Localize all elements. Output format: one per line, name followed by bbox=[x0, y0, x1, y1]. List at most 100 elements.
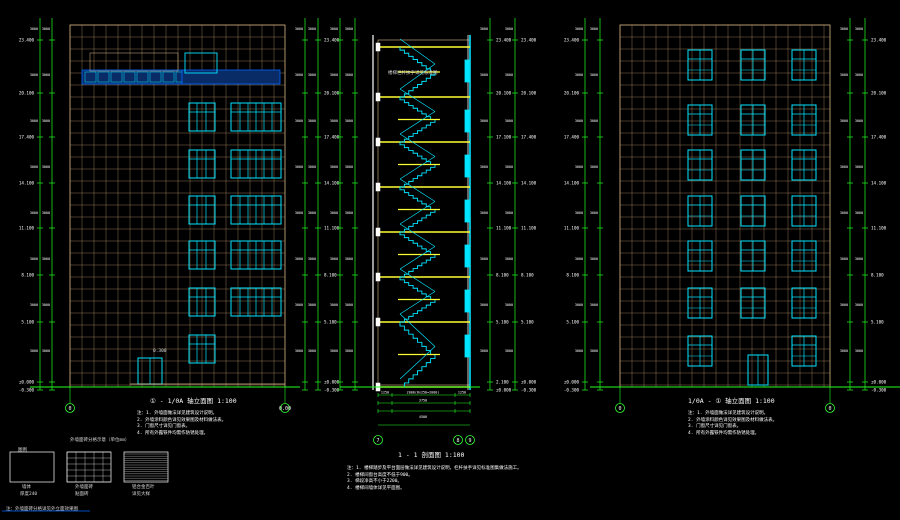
dimension-text: 3000 bbox=[840, 27, 848, 31]
handrail bbox=[399, 346, 436, 380]
stair-flight bbox=[399, 142, 435, 165]
level-label: -0.300 bbox=[564, 388, 580, 393]
axis-bubble-label: 8 bbox=[456, 438, 459, 444]
dimension-text: 3750 bbox=[419, 399, 427, 403]
dimension-text: 3000 bbox=[590, 303, 598, 307]
level-label: 14.100 bbox=[496, 181, 512, 186]
level-label: 8.100 bbox=[496, 273, 509, 278]
stair-flight bbox=[400, 209, 436, 233]
dimension-text: 3000 bbox=[330, 73, 338, 77]
level-label: 14.100 bbox=[324, 181, 340, 186]
axis-bubble bbox=[65, 403, 75, 413]
roof-window bbox=[184, 52, 218, 74]
dimension-text: 3000 bbox=[30, 303, 38, 307]
left-elevation-notes: 注：1. 外墙面做法详见建筑设计说明。 2. 外墙涂料颜色详见效果图及材料做法表… bbox=[137, 411, 226, 437]
dimension-text: 3000 bbox=[590, 27, 598, 31]
dimension-text: 3000 bbox=[30, 349, 38, 353]
elevation-window bbox=[188, 195, 216, 225]
dimension-text: 3000 bbox=[590, 211, 598, 215]
dimension-text: 3000 bbox=[330, 349, 338, 353]
dimension-text: 3000 bbox=[295, 211, 303, 215]
dimension-text: 3000 bbox=[590, 73, 598, 77]
dimension-text: 3000 bbox=[295, 303, 303, 307]
slab-end bbox=[375, 42, 381, 52]
dimension-text: 3000 bbox=[295, 27, 303, 31]
dimension-text: 3000 bbox=[840, 119, 848, 123]
level-label: 8.100 bbox=[21, 273, 34, 278]
dimension-text: 3000 bbox=[330, 257, 338, 261]
level-label: 23.400 bbox=[564, 38, 580, 43]
dimension-text: 3000 bbox=[480, 211, 488, 215]
level-label: ±0.000 bbox=[871, 380, 887, 385]
level-label: 17.400 bbox=[324, 135, 340, 140]
dimension-text: 3000 bbox=[345, 211, 353, 215]
dimension-text: 3000 bbox=[505, 119, 513, 123]
level-label: ±0.000 bbox=[324, 380, 340, 385]
slab-end bbox=[375, 182, 381, 192]
parapet-window bbox=[110, 71, 123, 83]
level-label: 17.400 bbox=[564, 135, 580, 140]
level-label: 23.400 bbox=[19, 38, 35, 43]
level-label: -0.300 bbox=[871, 388, 887, 393]
dimension-text: 3000 bbox=[505, 303, 513, 307]
dimension-text: 3000 bbox=[590, 119, 598, 123]
level-label: 23.400 bbox=[496, 38, 512, 43]
dimension-text: 3000 bbox=[590, 257, 598, 261]
dimension-text: 3000 bbox=[840, 211, 848, 215]
dimension-text: 3000 bbox=[345, 303, 353, 307]
handrail bbox=[399, 246, 436, 270]
dimension-text: 1250 bbox=[458, 391, 466, 395]
dimension-text: 3000 bbox=[30, 27, 38, 31]
dimension-text: 3000 bbox=[855, 119, 863, 123]
legend-hatch-note: 外墙面砖分格示意（单位mm） bbox=[70, 438, 130, 443]
dimension-text: 3000 bbox=[345, 73, 353, 77]
level-label: 23.400 bbox=[871, 38, 887, 43]
dimension-text: 3000 bbox=[30, 165, 38, 169]
dimension-text: 3000 bbox=[575, 349, 583, 353]
stair-flight bbox=[400, 119, 436, 143]
level-label: 11.100 bbox=[521, 226, 537, 231]
section-window bbox=[464, 289, 470, 313]
dimension-text: 3000 bbox=[505, 257, 513, 261]
handrail bbox=[399, 178, 436, 202]
level-label: -0.300 bbox=[521, 388, 537, 393]
handrail bbox=[399, 133, 436, 157]
dimension-text: 3000 bbox=[840, 165, 848, 169]
dimension-text: 3000 bbox=[308, 119, 316, 123]
level-label: 17.400 bbox=[19, 135, 35, 140]
dimension-text: 3000 bbox=[855, 349, 863, 353]
legend-footer: 注：外墙面砖分格详见外立面效果图 bbox=[6, 507, 78, 512]
dimension-text: 3000 bbox=[308, 73, 316, 77]
right-elevation-notes: 注：1. 外墙面做法详见建筑设计说明。 2. 外墙涂料颜色详见效果图及材料做法表… bbox=[688, 411, 777, 437]
dimension-text: 3000 bbox=[855, 211, 863, 215]
stair-note: 楼梯栏杆扶手详见标准图 bbox=[388, 71, 438, 76]
legend-item-sub: 厚度240 bbox=[20, 492, 38, 497]
dimension-text: 3000 bbox=[590, 349, 598, 353]
dimension-text: 3000 bbox=[480, 27, 488, 31]
note-line: 2. 外墙涂料颜色详见效果图及材料做法表。 bbox=[688, 417, 778, 423]
stair-flight bbox=[400, 354, 436, 388]
legend-wall-swatch bbox=[9, 451, 55, 483]
level-label: 23.400 bbox=[521, 38, 537, 43]
level-label: 17.400 bbox=[871, 135, 887, 140]
level-label: 8.100 bbox=[566, 273, 579, 278]
dimension-text: 3000 bbox=[505, 165, 513, 169]
level-label: 8.100 bbox=[871, 273, 884, 278]
dimension-text: 3000 bbox=[308, 165, 316, 169]
right-elevation-title: 1/0A - ① 轴立面图 1:100 bbox=[688, 397, 775, 405]
dimension-text: 3000 bbox=[330, 27, 338, 31]
parapet-window bbox=[149, 71, 162, 83]
dimension-text: 3000 bbox=[840, 73, 848, 77]
note-line: 注：1. 楼梯踏步及平台面层做法详见建筑设计说明，栏杆扶手详见标准图集做法施工。 bbox=[347, 466, 522, 471]
dimension-text: 3000 bbox=[330, 211, 338, 215]
section-notes: 注：1. 楼梯踏步及平台面层做法详见建筑设计说明，栏杆扶手详见标准图集做法施工。… bbox=[347, 466, 522, 492]
level-label: ±0.000 bbox=[19, 380, 35, 385]
level-label: 20.100 bbox=[564, 91, 580, 96]
axis-bubble bbox=[453, 435, 463, 445]
level-label: ±0.000 bbox=[496, 388, 512, 393]
handrail bbox=[399, 201, 436, 225]
legend-item-label: 外墙面砖 bbox=[75, 485, 93, 490]
dimension-text: 3000 bbox=[480, 303, 488, 307]
dimension-text: 3000 bbox=[840, 349, 848, 353]
